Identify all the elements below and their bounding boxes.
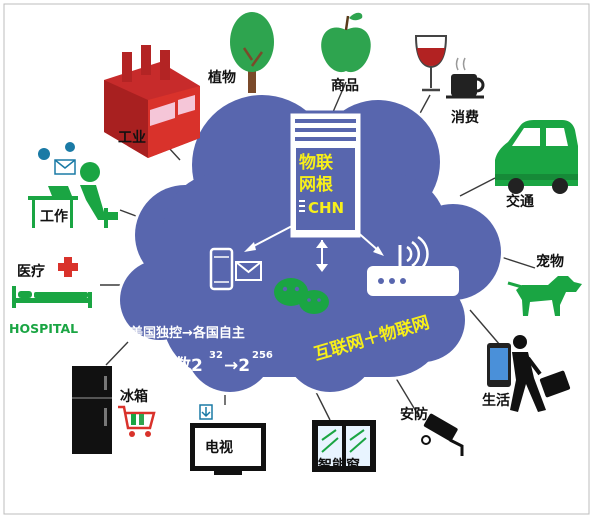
- label-hospital: HOSPITAL: [9, 321, 78, 336]
- server-tower-icon: 物联 网根 CHN: [287, 110, 364, 241]
- label-goods: 商品: [331, 77, 359, 94]
- svg-text:32: 32: [209, 350, 223, 361]
- label-industry: 工业: [118, 130, 146, 146]
- car-icon: [495, 120, 578, 194]
- phone-icon: [487, 343, 511, 387]
- factory-icon: [104, 45, 200, 158]
- phone-mail-icon: [209, 247, 262, 291]
- server-label-line2: 网根: [299, 174, 333, 195]
- label-consumption: 消费: [451, 109, 479, 126]
- cart-icon: [118, 405, 156, 437]
- tv-icon: [190, 404, 266, 475]
- smart-window-icon: [312, 420, 376, 472]
- address-count-text: 网址数2 32 →2 256: [140, 350, 273, 376]
- label-smart-window: 智能窗: [317, 457, 360, 474]
- label-work: 工作: [40, 208, 68, 225]
- wine-coffee-icon: [414, 35, 485, 99]
- apple-icon: [321, 12, 371, 73]
- svg-text:网址数2: 网址数2: [140, 355, 203, 376]
- cloud-arrows: [244, 225, 384, 272]
- dog-icon: [507, 276, 582, 316]
- label-life: 生活: [482, 392, 510, 409]
- wechat-icon: [274, 278, 329, 314]
- label-pets: 宠物: [536, 253, 564, 270]
- worker-icon: [28, 142, 118, 228]
- walking-man-icon: [510, 335, 571, 412]
- svg-text:256: 256: [252, 350, 273, 361]
- fridge-icon: [72, 366, 112, 454]
- svg-text:→2: →2: [224, 356, 250, 376]
- label-security: 安防: [400, 406, 428, 423]
- label-traffic: 交通: [506, 193, 534, 210]
- label-medical: 医疗: [17, 263, 45, 280]
- server-label-line3: CHN: [308, 199, 344, 217]
- label-tv: 电视: [205, 439, 233, 456]
- label-fridge: 冰箱: [120, 388, 148, 405]
- security-camera-icon: [421, 413, 464, 456]
- label-plants: 植物: [207, 69, 236, 86]
- hospital-bed-icon: [12, 257, 92, 308]
- router-icon: [367, 235, 459, 296]
- control-text: 美国独控→各国自主: [130, 325, 245, 341]
- server-label-line1: 物联: [299, 152, 333, 173]
- tree-icon: [230, 12, 274, 93]
